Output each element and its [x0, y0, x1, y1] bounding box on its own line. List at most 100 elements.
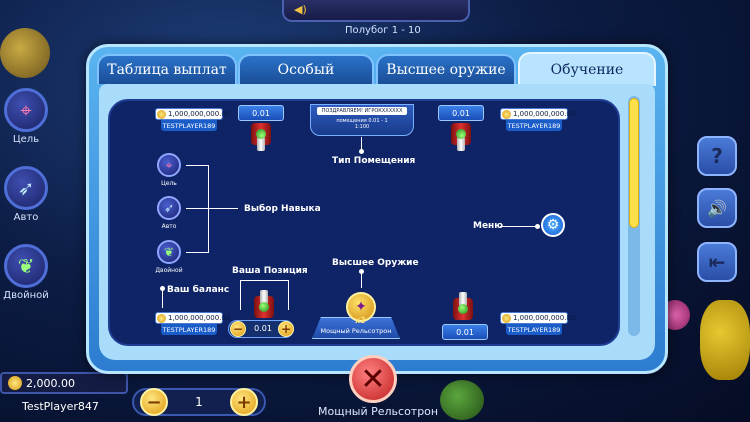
- skill-aim-icon: ⌖: [157, 153, 181, 177]
- close-icon: ✕: [360, 361, 386, 397]
- bet-minus-button[interactable]: −: [140, 388, 168, 416]
- tab-special[interactable]: Особый: [238, 54, 374, 84]
- balance-value: 2,000.00: [26, 376, 75, 390]
- skill-double-icon: ❦: [157, 240, 181, 264]
- position-label: Ваша Позиция: [232, 266, 308, 276]
- gear-icon: ⚙: [541, 213, 565, 237]
- auto-label: Авто: [13, 212, 39, 223]
- aim-label: Цель: [12, 134, 40, 145]
- bracket-line: [240, 280, 288, 281]
- bet-value: 1: [195, 395, 203, 409]
- pointer-dot: [160, 286, 165, 291]
- player-name: TestPlayer847: [22, 400, 99, 413]
- close-button[interactable]: ✕: [349, 355, 397, 403]
- skill-label: Двойной: [155, 267, 183, 274]
- bet-plus-button[interactable]: +: [230, 388, 258, 416]
- exit-icon: ⇤: [708, 250, 726, 274]
- weapon-multiplier: x3: [355, 316, 366, 325]
- bracket-line: [186, 208, 238, 209]
- player-bet: 0.01: [442, 324, 488, 340]
- player-bet: 0.01: [438, 105, 484, 121]
- coin-icon: [502, 314, 511, 323]
- my-cannon-icon: [251, 290, 277, 320]
- player-name: TESTPLAYER189: [161, 324, 217, 335]
- pointer-dot: [535, 224, 540, 229]
- room-label: Полубог: [345, 25, 389, 36]
- balance-label: Ваш баланс: [167, 285, 230, 295]
- room-type-label: Тип Помещения: [332, 156, 416, 166]
- current-weapon-label: Мощный Рельсотрон: [318, 405, 439, 418]
- help-button[interactable]: ?: [697, 136, 737, 176]
- tab-tutorial[interactable]: Обучение: [518, 52, 656, 86]
- speaker-icon: ◀): [294, 3, 307, 16]
- bracket-line: [288, 280, 289, 310]
- coin-icon: [502, 110, 511, 119]
- tab-paytable[interactable]: Таблица выплат: [97, 54, 237, 84]
- railgun-glyph: ✦: [355, 299, 367, 315]
- help-icon: ?: [711, 144, 723, 168]
- skill-label: Авто: [161, 223, 177, 230]
- player-card-top-left: 1,000,000,000.00 TESTPLAYER189: [155, 108, 230, 132]
- leaf-icon: ❦: [163, 245, 175, 259]
- my-bet-minus: −: [230, 321, 246, 337]
- tab-label: Высшее оружие: [386, 62, 506, 78]
- sound-button[interactable]: 🔊: [697, 188, 737, 228]
- player-amount: 1,000,000,000.00: [168, 110, 231, 118]
- tab-label: Обучение: [550, 62, 624, 78]
- player-card-top-right: 1,000,000,000.00 TESTPLAYER189: [500, 108, 575, 132]
- my-bet-value: 0.01: [254, 324, 272, 333]
- player-name: TESTPLAYER189: [506, 120, 562, 131]
- pointer-line: [500, 226, 538, 227]
- feather-icon: ➶: [4, 166, 48, 210]
- crosshair-icon: ⌖: [165, 157, 173, 172]
- coin-icon: [8, 376, 22, 390]
- notice-line: помещения 0.01 - 1: [336, 118, 388, 124]
- double-button[interactable]: ❦ Двойной: [3, 244, 56, 301]
- player-card-bottom-left: 1,000,000,000.00 TESTPLAYER189: [155, 312, 230, 336]
- aim-button[interactable]: ⌖ Цель: [4, 88, 56, 145]
- bracket-line: [208, 165, 209, 253]
- tab-ultimate-weapon[interactable]: Высшее оружие: [376, 54, 516, 84]
- double-label: Двойной: [3, 290, 49, 301]
- gear-glyph: ⚙: [546, 217, 560, 233]
- bet-control: − 1 +: [132, 388, 266, 416]
- auto-button[interactable]: ➶ Авто: [4, 166, 56, 223]
- speaker-icon: 🔊: [707, 198, 727, 218]
- room-notice: ПОЗДРАВЛЯЕМ! ИГРОКXXXXXX помещения 0.01 …: [310, 104, 414, 136]
- skill-select-label: Выбор Навыка: [244, 204, 321, 214]
- player-bet: 0.01: [238, 105, 284, 121]
- room-range: 1 - 10: [391, 25, 421, 36]
- cannon-icon: [448, 121, 474, 151]
- pointer-line: [361, 270, 362, 288]
- notice-line: ПОЗДРАВЛЯЕМ! ИГРОКXXXXXX: [317, 107, 407, 115]
- bracket-line: [186, 165, 208, 166]
- weapon-label: Высшее Оружие: [332, 258, 419, 268]
- player-name: TESTPLAYER189: [506, 324, 562, 335]
- leaf-icon: ❦: [4, 244, 48, 288]
- player-amount: 1,000,000,000.00: [513, 110, 576, 118]
- pointer-line: [162, 288, 163, 308]
- bracket-line: [240, 280, 241, 310]
- bracket-line: [186, 252, 208, 253]
- player-card-bottom-right: 1,000,000,000.00 TESTPLAYER189: [500, 312, 575, 336]
- pointer-line: [361, 137, 362, 151]
- tab-label: Таблица выплат: [107, 62, 227, 78]
- exit-button[interactable]: ⇤: [697, 242, 737, 282]
- cannon-icon: [248, 121, 274, 151]
- crosshair-icon: ⌖: [4, 88, 48, 132]
- room-indicator: Полубог 1 - 10: [345, 25, 421, 36]
- notice-line: 1:100: [354, 124, 370, 130]
- railgun-icon: ✦: [346, 292, 376, 322]
- background-turtle: [440, 380, 484, 420]
- pointer-dot: [359, 269, 364, 274]
- balance-box: 2,000.00: [0, 372, 128, 394]
- pointer-dot: [359, 149, 364, 154]
- skill-label: Цель: [161, 180, 177, 187]
- coin-icon: [157, 110, 166, 119]
- player-name: TESTPLAYER189: [161, 120, 217, 131]
- menu-label: Меню: [473, 221, 504, 231]
- tab-label: Особый: [277, 62, 335, 78]
- player-amount: 1,000,000,000.00: [513, 314, 576, 322]
- feather-icon: ➶: [163, 201, 175, 215]
- scrollbar-thumb[interactable]: [629, 98, 639, 228]
